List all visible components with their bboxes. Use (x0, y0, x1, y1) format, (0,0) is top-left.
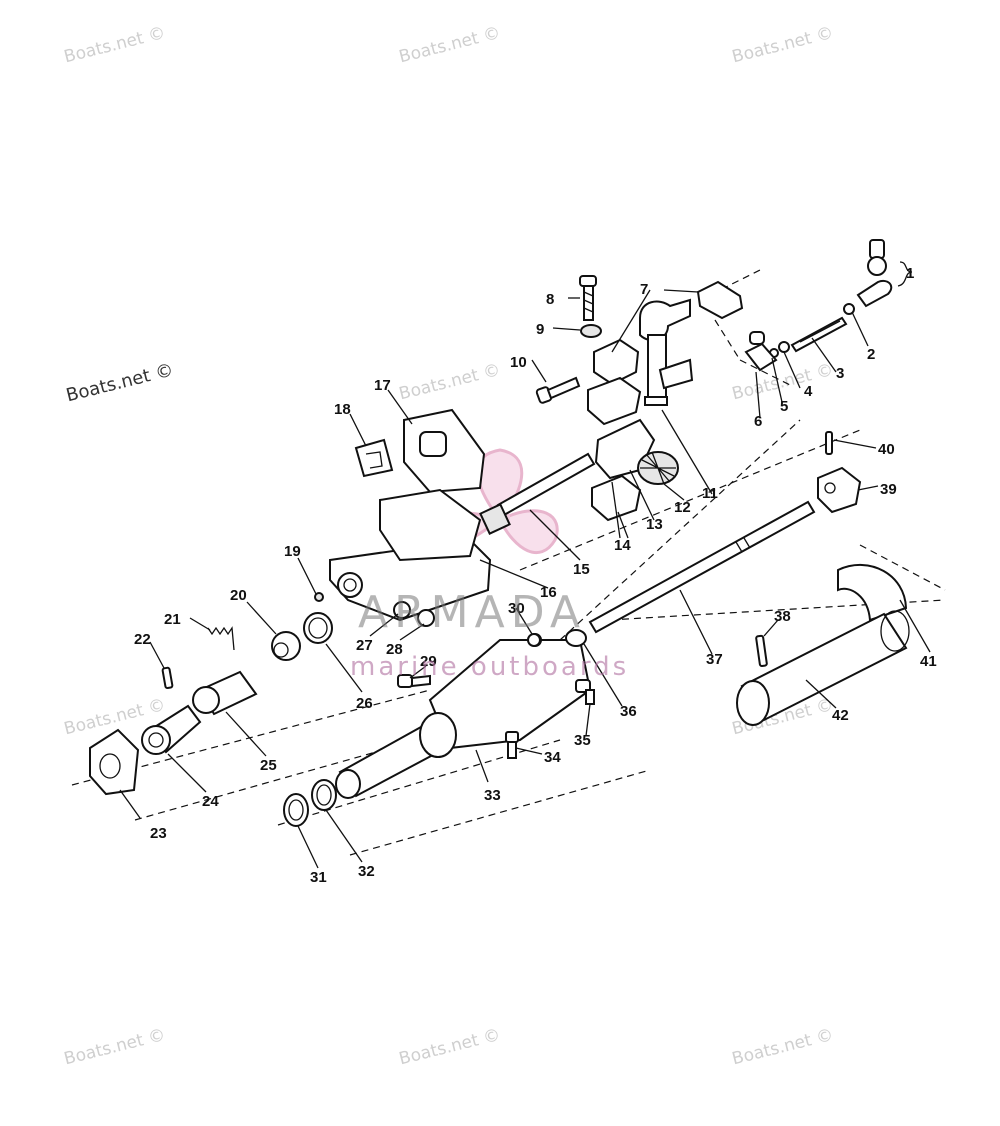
callout-34: 34 (544, 749, 561, 766)
callout-22: 22 (134, 631, 151, 648)
leader-lines (119, 289, 931, 869)
part-screw-19 (314, 592, 324, 602)
part-ring-26 (303, 612, 333, 644)
part-cover-17 (403, 408, 486, 494)
callout-1: 1 (906, 265, 914, 282)
part-shaft-37 (588, 500, 816, 634)
part-cylinder-42 (736, 610, 910, 726)
part-plate-23 (89, 728, 140, 796)
callout-labels: 1 2 3 4 5 6 7 8 9 10 11 12 13 14 15 16 1… (134, 265, 937, 886)
part-screw-29 (397, 674, 431, 688)
part-bushing-20 (271, 631, 301, 661)
callout-30: 30 (508, 600, 525, 617)
part-washer-28 (417, 609, 435, 627)
callout-39: 39 (880, 481, 897, 498)
part-clip-18 (354, 438, 394, 478)
callout-17: 17 (374, 377, 391, 394)
callout-38: 38 (774, 608, 791, 625)
part-pin-38 (755, 634, 768, 668)
part-spring-21 (207, 626, 235, 651)
callout-28: 28 (386, 641, 403, 658)
alignment-lines (71, 269, 946, 856)
part-bushing-36 (565, 629, 587, 647)
part-bolt-35 (575, 679, 595, 705)
part-pin-40 (825, 431, 833, 455)
part-bracket-16 (329, 488, 492, 622)
callout-18: 18 (334, 401, 351, 418)
part-bolt-10 (535, 376, 581, 404)
callout-24: 24 (202, 793, 219, 810)
callout-2: 2 (867, 346, 875, 363)
callout-16: 16 (540, 584, 557, 601)
callout-23: 23 (150, 825, 167, 842)
part-link-rod-group (744, 303, 855, 372)
part-shift-rod-15 (479, 452, 596, 535)
callout-15: 15 (573, 561, 590, 578)
callout-10: 10 (510, 354, 527, 371)
callout-21: 21 (164, 611, 181, 628)
callout-8: 8 (546, 291, 554, 308)
callout-27: 27 (356, 637, 373, 654)
callout-29: 29 (420, 653, 437, 670)
callout-13: 13 (646, 516, 663, 533)
part-sleeve-25 (192, 670, 258, 716)
callout-5: 5 (780, 398, 788, 415)
part-bell-crank-7 (639, 280, 744, 406)
callout-9: 9 (536, 321, 544, 338)
callout-31: 31 (310, 869, 327, 886)
callout-25: 25 (260, 757, 277, 774)
callout-4: 4 (804, 383, 813, 400)
part-washer-9 (580, 324, 602, 338)
part-bolt-8 (579, 275, 597, 321)
callout-41: 41 (920, 653, 937, 670)
part-screw-30 (527, 633, 541, 647)
callout-36: 36 (620, 703, 637, 720)
part-ring-31 (283, 793, 309, 827)
callout-20: 20 (230, 587, 247, 604)
callout-6: 6 (754, 413, 762, 430)
callout-12: 12 (674, 499, 691, 516)
brand-name: ARMADA (358, 587, 586, 638)
part-sleeve-41 (837, 564, 908, 622)
callout-33: 33 (484, 787, 501, 804)
part-screw-34 (505, 731, 519, 759)
callout-35: 35 (574, 732, 591, 749)
callout-42: 42 (832, 707, 849, 724)
callout-19: 19 (284, 543, 301, 560)
part-pin-22 (161, 666, 174, 690)
part-ring-32 (311, 779, 337, 811)
part-housing-33 (335, 633, 592, 799)
callout-3: 3 (836, 365, 844, 382)
part-collar-39 (817, 466, 862, 514)
callout-40: 40 (878, 441, 895, 458)
part-clamp-14 (591, 474, 642, 522)
part-coupler-24 (141, 704, 202, 755)
callout-37: 37 (706, 651, 723, 668)
callout-14: 14 (614, 537, 631, 554)
part-gear-12 (637, 451, 679, 485)
callout-11: 11 (702, 485, 718, 502)
part-ball-joint-1 (856, 239, 913, 308)
brand-tagline: marine outboards (350, 652, 630, 682)
callout-32: 32 (358, 863, 375, 880)
callout-7: 7 (640, 281, 648, 298)
callout-26: 26 (356, 695, 373, 712)
